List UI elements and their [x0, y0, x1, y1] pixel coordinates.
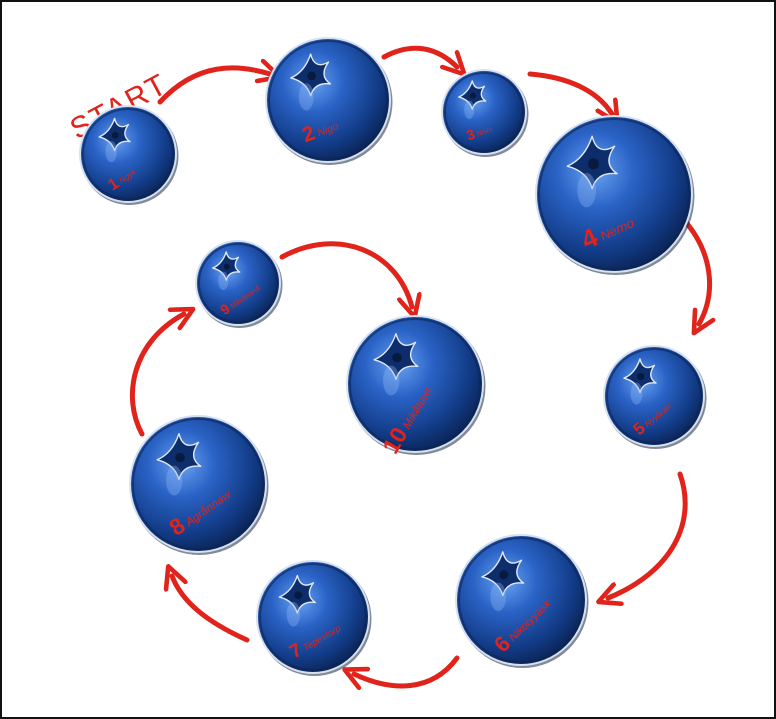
- berry-body: [442, 70, 526, 154]
- berry-crown-center: [175, 453, 185, 463]
- berry-body: [266, 38, 390, 162]
- berry-body: [456, 535, 586, 665]
- berry-highlight: [464, 101, 474, 119]
- berry-highlight: [299, 83, 314, 110]
- berry-body: [257, 561, 369, 673]
- berry-body: [80, 106, 176, 202]
- berry-highlight: [631, 383, 643, 405]
- berry-crown-center: [470, 93, 476, 99]
- arrow-1-to-2: [160, 68, 270, 102]
- berry-body: [196, 241, 280, 325]
- arrow-5-to-6: [608, 474, 685, 598]
- berry-crown-center: [392, 353, 402, 363]
- arrow-9-to-10: [282, 244, 412, 307]
- berry-crown-center: [224, 264, 230, 270]
- berry-crown-center: [112, 132, 119, 139]
- berry-crown-center: [499, 570, 508, 579]
- arrow-6-to-7: [354, 658, 457, 686]
- berry-highlight: [166, 466, 182, 496]
- berry-body: [347, 316, 483, 452]
- arrow-7-to-8: [172, 576, 247, 640]
- berry-highlight: [218, 272, 228, 290]
- berry-body: [604, 346, 704, 446]
- berry-highlight: [490, 582, 506, 611]
- berry-body: [536, 116, 692, 272]
- berry-highlight: [577, 173, 596, 207]
- berry-crown-center: [588, 158, 599, 169]
- berry-crown-center: [294, 591, 302, 599]
- berry-body: [130, 416, 266, 552]
- berry-highlight: [383, 366, 399, 396]
- arrow-2-to-3: [384, 48, 457, 67]
- berry-crown-center: [307, 72, 316, 81]
- arrow-3-to-4: [530, 74, 612, 114]
- arrow-4-to-5: [684, 220, 710, 324]
- berry-highlight: [287, 602, 300, 627]
- arrow-8-to-9: [132, 314, 184, 434]
- berry-highlight: [105, 141, 117, 162]
- berry-crown-center: [637, 373, 644, 380]
